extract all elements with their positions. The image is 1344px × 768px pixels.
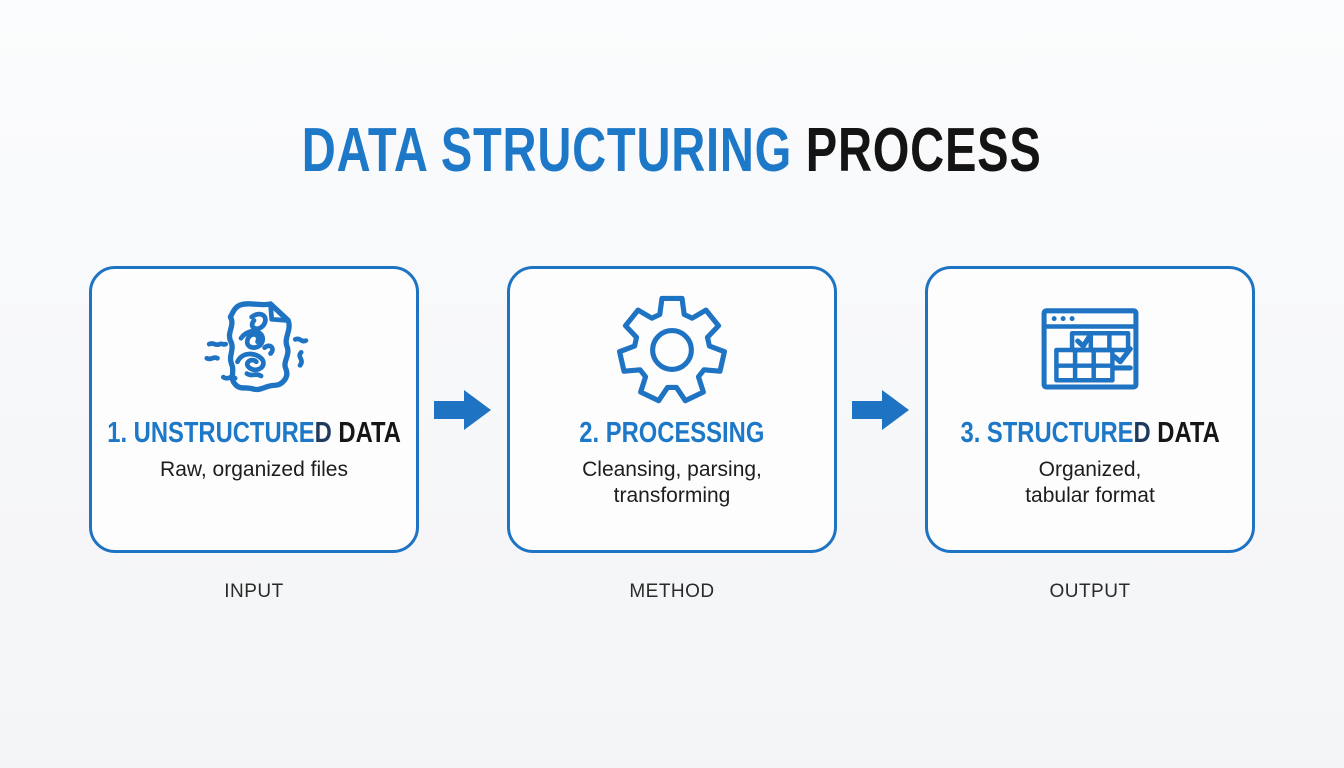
footer-label-output: OUTPUT: [1049, 581, 1131, 602]
table-window-icon: [1032, 289, 1148, 411]
step-2-column: 2. PROCESSING Cleansing, parsing, transf…: [507, 266, 837, 603]
card-subtitle-processing: Cleansing, parsing, transforming: [582, 458, 762, 508]
card-subtitle-structured-data: Organized, tabular format: [1025, 458, 1155, 508]
arrow-2: [837, 388, 925, 432]
card-title-black-part: DATA: [1157, 417, 1220, 449]
gear-icon: [615, 289, 729, 411]
card-title-blue-part: 3. STRUCTURE: [960, 417, 1134, 449]
card-title-dark-part: D: [314, 417, 332, 449]
card-processing: 2. PROCESSING Cleansing, parsing, transf…: [507, 266, 837, 553]
card-title-dark-part: D: [1133, 417, 1151, 449]
arrow-1: [419, 388, 507, 432]
card-subtitle-unstructured-data: Raw, organized files: [160, 458, 348, 481]
card-title-blue-part: 2. PROCESSING: [579, 417, 765, 449]
card-title-blue-part: 1. UNSTRUCTURE: [107, 417, 315, 449]
page-title: DATA STRUCTURING PROCESS: [0, 0, 1344, 182]
crumpled-document-icon: [195, 289, 313, 411]
page-title-black-part: PROCESS: [806, 116, 1042, 185]
footer-label-method: METHOD: [629, 581, 715, 602]
card-title-processing: 2. PROCESSING: [559, 419, 785, 448]
arrow-right-icon: [852, 390, 909, 430]
page-title-blue-part: DATA STRUCTURING: [302, 116, 793, 185]
card-title-black-part: DATA: [338, 417, 401, 449]
arrow-right-icon: [434, 390, 491, 430]
footer-label-input: INPUT: [224, 581, 284, 602]
